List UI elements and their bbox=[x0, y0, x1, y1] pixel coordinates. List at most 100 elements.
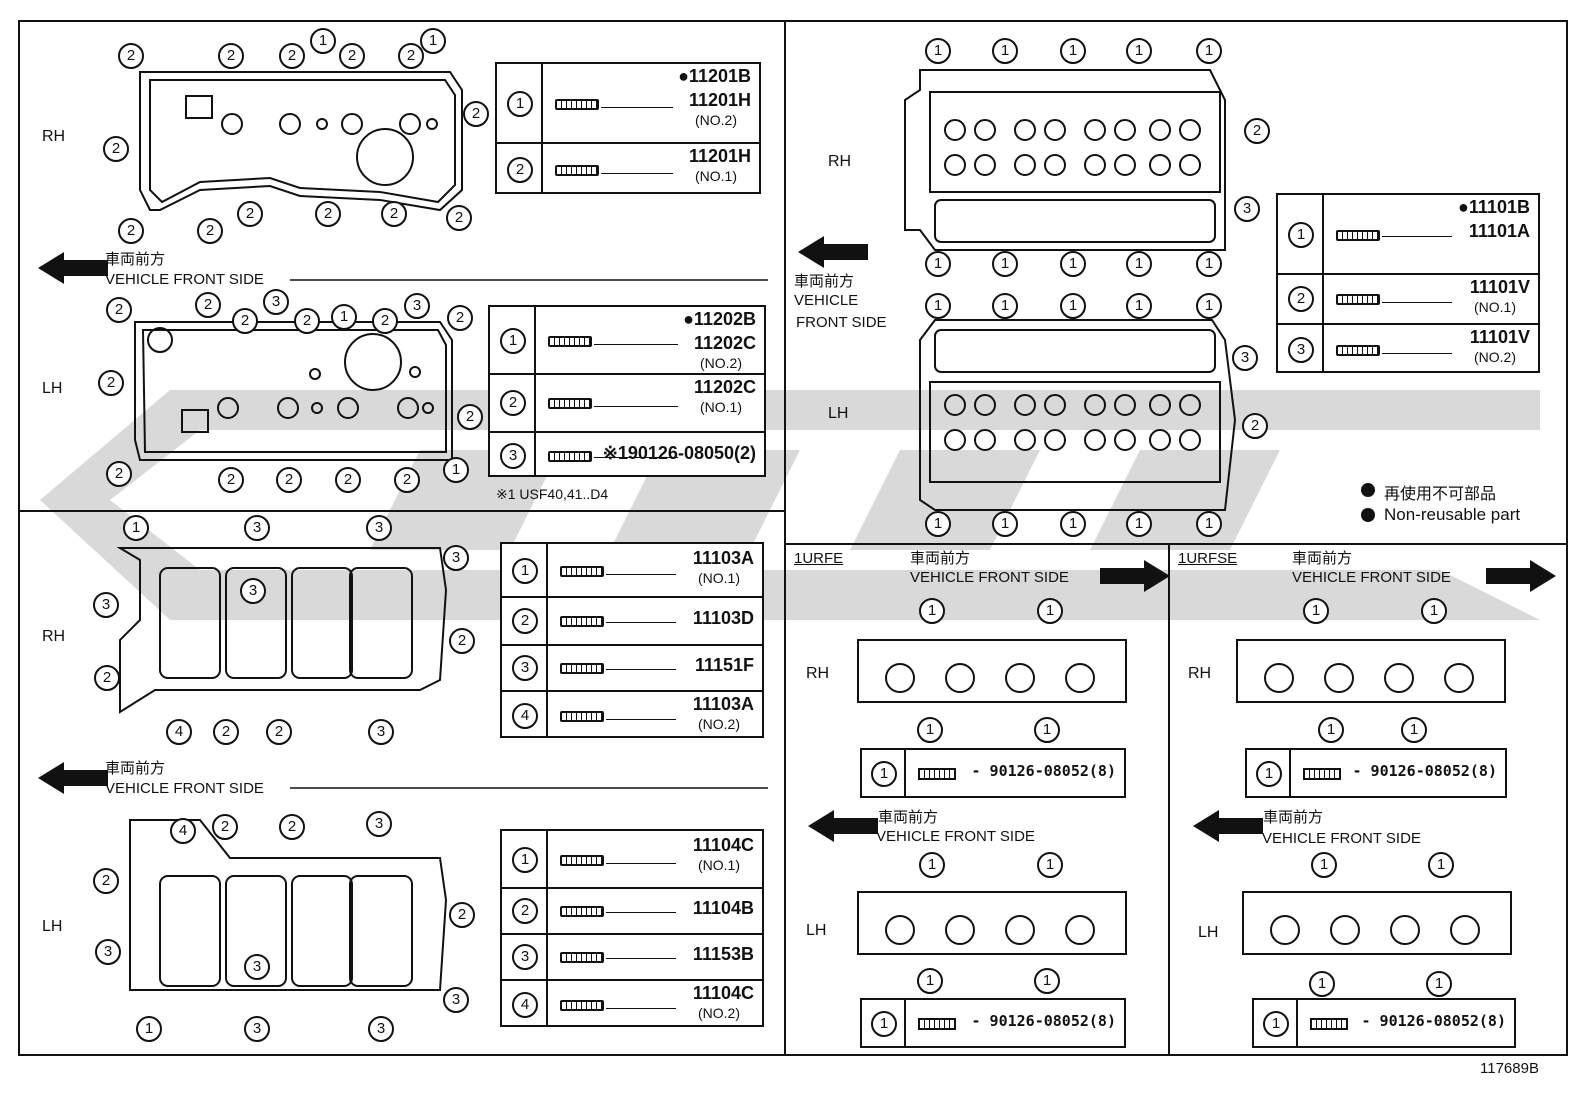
part-note: (NO.2) bbox=[700, 355, 742, 371]
callout-circle: 1 bbox=[1303, 598, 1329, 624]
side-label-rh: RH bbox=[42, 128, 66, 145]
callout-circle: 2 bbox=[381, 201, 407, 227]
part-number: - 90126-08052(8) bbox=[971, 762, 1117, 780]
variant-title: 1URFE bbox=[794, 550, 844, 567]
bolt-icon bbox=[560, 906, 604, 917]
callout-circle: 2 bbox=[276, 467, 302, 493]
callout-circle: 3 bbox=[366, 811, 392, 837]
arrow-right-icon bbox=[1486, 560, 1556, 592]
part-number: - 90126-08052(8) bbox=[1361, 1012, 1507, 1030]
callout-circle: 1 bbox=[420, 28, 446, 54]
part-note: (NO.1) bbox=[698, 857, 740, 873]
part-number: 11153B bbox=[692, 944, 754, 964]
part-number: - 90126-08052(8) bbox=[971, 1012, 1117, 1030]
callout-circle: 1 bbox=[1034, 717, 1060, 743]
callout-circle: 4 bbox=[170, 818, 196, 844]
item-number-circle: 1 bbox=[871, 761, 897, 787]
callout-circle: 1 bbox=[992, 38, 1018, 64]
part-number: 11101V bbox=[1469, 277, 1530, 297]
part-note: (NO.2) bbox=[698, 716, 740, 732]
item-number-circle: 2 bbox=[507, 157, 533, 183]
callout-circle: 2 bbox=[279, 814, 305, 840]
bolt-icon bbox=[555, 165, 599, 176]
direction-label-en: VEHICLE FRONT SIDE bbox=[1292, 569, 1451, 586]
bolt-icon bbox=[560, 616, 604, 627]
callout-circle: 2 bbox=[279, 43, 305, 69]
bolt-icon bbox=[548, 398, 592, 409]
callout-circle: 1 bbox=[917, 968, 943, 994]
callout-circle: 2 bbox=[106, 461, 132, 487]
bolt-icon bbox=[560, 711, 604, 722]
part-number: 11201H bbox=[688, 90, 751, 110]
bolt-icon bbox=[555, 99, 599, 110]
callout-circle: 2 bbox=[197, 218, 223, 244]
callout-circle: 3 bbox=[443, 987, 469, 1013]
part-number: 11202C bbox=[693, 333, 756, 353]
callout-circle: 2 bbox=[266, 719, 292, 745]
stud-icon bbox=[1303, 768, 1341, 780]
part-number: ●11101B bbox=[1458, 197, 1530, 217]
callout-circle: 1 bbox=[1060, 511, 1086, 537]
side-label-rh: RH bbox=[806, 665, 830, 682]
part-number: 11103A bbox=[692, 694, 754, 714]
figure-id: 117689B bbox=[1480, 1060, 1539, 1077]
item-number-circle: 1 bbox=[1263, 1011, 1289, 1037]
part-note: (NO.1) bbox=[698, 570, 740, 586]
legend-en: Non-reusable part bbox=[1384, 505, 1521, 524]
item-number-circle: 1 bbox=[512, 558, 538, 584]
direction-label-jp: 車両前方 bbox=[1292, 550, 1353, 567]
callout-circle: 1 bbox=[917, 717, 943, 743]
callout-circle: 2 bbox=[103, 136, 129, 162]
callout-circle: 2 bbox=[449, 628, 475, 654]
bolt-icon bbox=[560, 566, 604, 577]
callout-circle: 1 bbox=[1196, 293, 1222, 319]
callout-circle: 1 bbox=[1426, 971, 1452, 997]
item-number-circle: 3 bbox=[500, 443, 526, 469]
stud-part-table: 1 - 90126-08052(8) bbox=[860, 998, 1126, 1048]
callout-circle: 2 bbox=[449, 902, 475, 928]
direction-label-en: VEHICLE FRONT SIDE bbox=[1262, 830, 1421, 847]
callout-circle: 3 bbox=[240, 578, 266, 604]
callout-circle: 2 bbox=[118, 218, 144, 244]
bolt-icon bbox=[560, 1000, 604, 1011]
item-number-circle: 3 bbox=[512, 944, 538, 970]
callout-circle: 2 bbox=[213, 719, 239, 745]
bolt-icon bbox=[1336, 230, 1380, 241]
direction-label-en: VEHICLE FRONT SIDE bbox=[105, 271, 264, 288]
side-label-rh: RH bbox=[1188, 665, 1212, 682]
callout-circle: 1 bbox=[1060, 38, 1086, 64]
side-label-lh: LH bbox=[42, 918, 63, 935]
callout-circle: 1 bbox=[1060, 293, 1086, 319]
stud-icon bbox=[918, 768, 956, 780]
callout-circle: 1 bbox=[925, 293, 951, 319]
bolt-icon bbox=[560, 952, 604, 963]
item-number-circle: 1 bbox=[500, 328, 526, 354]
direction-label-en: VEHICLE FRONT SIDE bbox=[910, 569, 1069, 586]
callout-circle: 1 bbox=[1126, 293, 1152, 319]
callout-circle: 2 bbox=[98, 370, 124, 396]
item-number-circle: 1 bbox=[507, 91, 533, 117]
callout-circle: 1 bbox=[925, 511, 951, 537]
callout-circle: 1 bbox=[1318, 717, 1344, 743]
direction-label-jp: 車両前方 bbox=[105, 760, 166, 777]
callout-circle: 2 bbox=[447, 305, 473, 331]
part-number: 11103D bbox=[692, 608, 754, 628]
item-number-circle: 2 bbox=[512, 898, 538, 924]
callout-circle: 3 bbox=[244, 1016, 270, 1042]
callout-circle: 2 bbox=[118, 43, 144, 69]
callout-circle: 3 bbox=[366, 515, 392, 541]
callout-circle: 2 bbox=[93, 868, 119, 894]
callout-circle: 1 bbox=[992, 293, 1018, 319]
callout-circle: 2 bbox=[457, 404, 483, 430]
callout-circle: 1 bbox=[1037, 598, 1063, 624]
direction-label-en: FRONT SIDE bbox=[796, 314, 887, 331]
item-number-circle: 2 bbox=[500, 390, 526, 416]
callout-circle: 3 bbox=[263, 289, 289, 315]
callout-circle: 2 bbox=[1242, 413, 1268, 439]
part-number: - 90126-08052(8) bbox=[1352, 762, 1498, 780]
item-number-circle: 3 bbox=[1288, 337, 1314, 363]
item-number-circle: 1 bbox=[871, 1011, 897, 1037]
